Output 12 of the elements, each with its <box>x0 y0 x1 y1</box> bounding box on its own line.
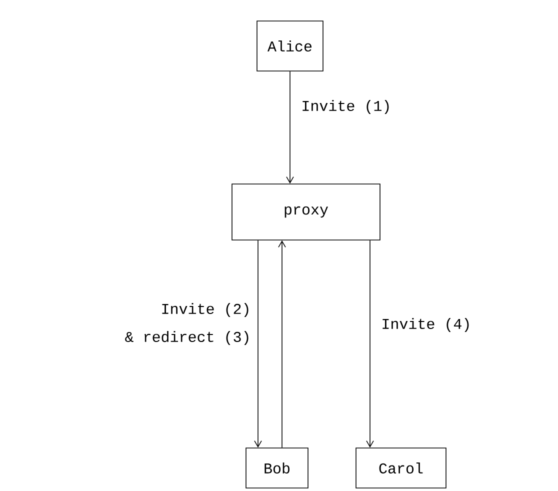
arrow-label: & redirect (3) <box>125 331 248 345</box>
node-box: Bob <box>246 448 308 488</box>
arrow <box>286 71 294 184</box>
node-box: proxy <box>232 184 380 240</box>
edge-label: Invite (4) <box>382 318 469 332</box>
node-box: Alice <box>256 20 324 72</box>
node-box: Carol <box>356 448 446 488</box>
edge-label: Invite (1) <box>302 100 389 114</box>
arrow <box>254 240 262 448</box>
arrow <box>366 240 374 448</box>
arrow-label: Invite (2) <box>162 303 248 317</box>
arrow <box>278 240 286 448</box>
